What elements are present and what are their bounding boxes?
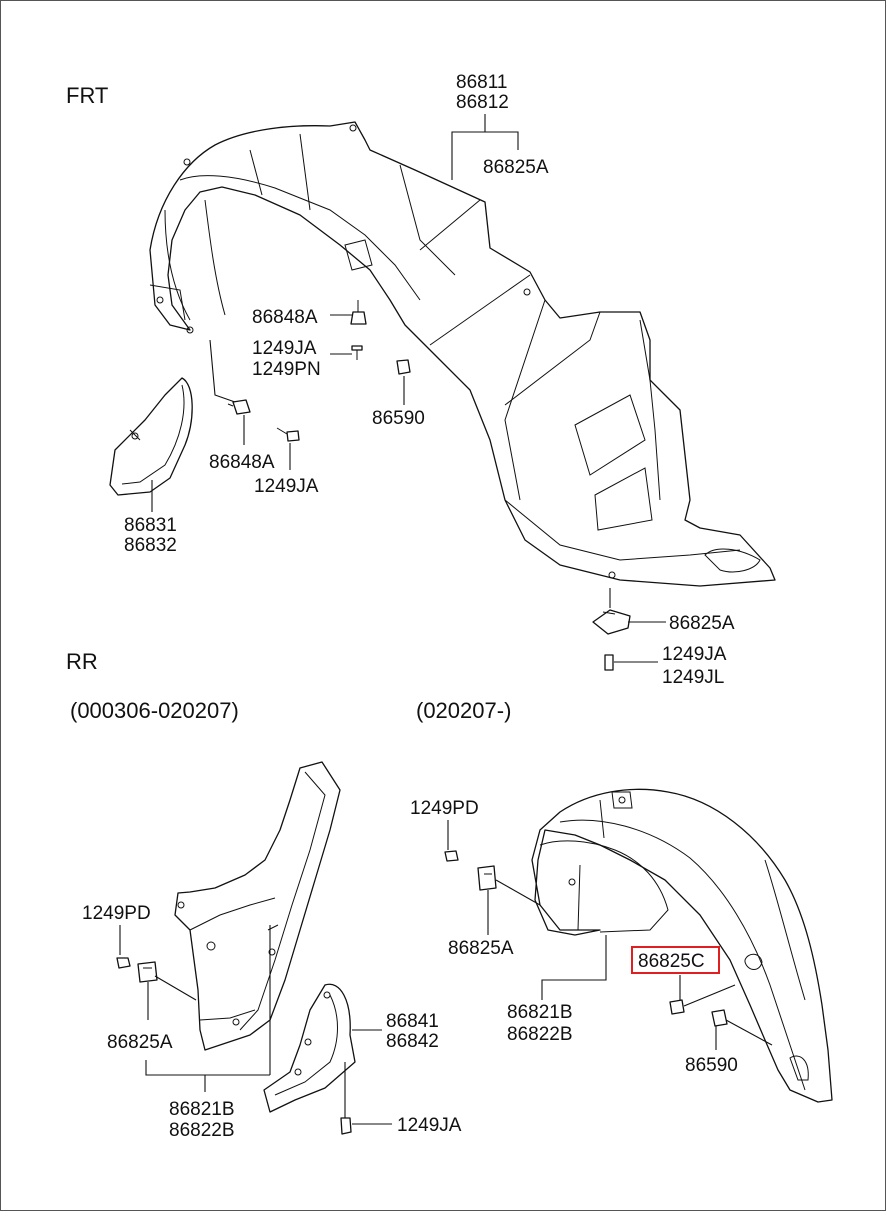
label-86842: 86842: [386, 1031, 439, 1052]
label-1249JA-lower: 1249JA: [254, 476, 319, 497]
screw-1249PD-rear-late[interactable]: [444, 850, 459, 862]
label-1249JA-upper: 1249JA: [252, 338, 317, 359]
section-front-label: FRT: [66, 83, 108, 108]
label-86825A-rear-late: 86825A: [448, 938, 514, 959]
screw-1249JA-rear-early[interactable]: [340, 1117, 352, 1135]
rear-early-wheel-guard[interactable]: [174, 761, 341, 1051]
label-86812: 86812: [456, 92, 509, 113]
front-wheel-guard[interactable]: [149, 121, 776, 587]
label-86821B-rear-late: 86821B: [507, 1002, 573, 1023]
rear-late-wheel-guard[interactable]: [531, 788, 833, 1103]
label-1249PN: 1249PN: [252, 359, 321, 380]
screw-1249JA-lower[interactable]: [276, 427, 300, 442]
clip-86825A-front-bottom[interactable]: [592, 609, 631, 635]
highlight-box-86825C: [631, 946, 720, 974]
label-86848A-upper: 86848A: [252, 307, 318, 328]
label-86832: 86832: [124, 535, 177, 556]
clip-86825A-rear-late[interactable]: [477, 865, 497, 891]
label-86590-rear-late: 86590: [685, 1055, 738, 1076]
rear-late-leader-lines: [447, 820, 773, 1050]
screw-1249PD-rear-early[interactable]: [116, 957, 131, 969]
front-leader-lines: [151, 114, 666, 663]
label-1249PD-rear-early: 1249PD: [82, 903, 151, 924]
label-1249PD-rear-late: 1249PD: [410, 798, 479, 819]
label-86831: 86831: [124, 515, 177, 536]
clip-86590-front[interactable]: [396, 359, 411, 375]
label-86848A-lower: 86848A: [209, 452, 275, 473]
fastener-86848A-upper[interactable]: [350, 300, 367, 325]
screw-1249JA-upper[interactable]: [351, 345, 363, 360]
label-1249JA-bottom: 1249JA: [662, 644, 727, 665]
label-86825A-front-top: 86825A: [483, 157, 549, 178]
label-1249JL: 1249JL: [662, 667, 724, 688]
screw-1249JA-bottom[interactable]: [604, 654, 614, 671]
fastener-86848A-lower[interactable]: [227, 399, 251, 415]
rear-early-mud-flap[interactable]: [263, 983, 356, 1113]
label-86821B-rear-early: 86821B: [169, 1099, 235, 1120]
label-86822B-rear-late: 86822B: [507, 1024, 573, 1045]
label-86825A-rear-early: 86825A: [107, 1032, 173, 1053]
label-86822B-rear-early: 86822B: [169, 1120, 235, 1141]
section-rear-label: RR: [66, 649, 98, 674]
section-rear-late-range: (020207-): [416, 698, 511, 723]
clip-86825A-rear-early[interactable]: [137, 961, 158, 983]
label-86825A-front-bottom: 86825A: [669, 613, 735, 634]
label-86590-front: 86590: [372, 408, 425, 429]
label-86825C[interactable]: 86825C: [638, 951, 705, 972]
front-mud-flap[interactable]: [109, 377, 193, 496]
rear-early-leader-lines: [119, 925, 392, 1125]
label-86811: 86811: [456, 72, 507, 93]
section-rear-early-range: (000306-020207): [70, 698, 239, 723]
label-1249JA-rear-early: 1249JA: [397, 1115, 462, 1136]
clip-86590-rear-late[interactable]: [711, 1009, 728, 1027]
nut-86825C-rear-late[interactable]: [669, 999, 685, 1015]
label-86841: 86841: [386, 1011, 439, 1032]
